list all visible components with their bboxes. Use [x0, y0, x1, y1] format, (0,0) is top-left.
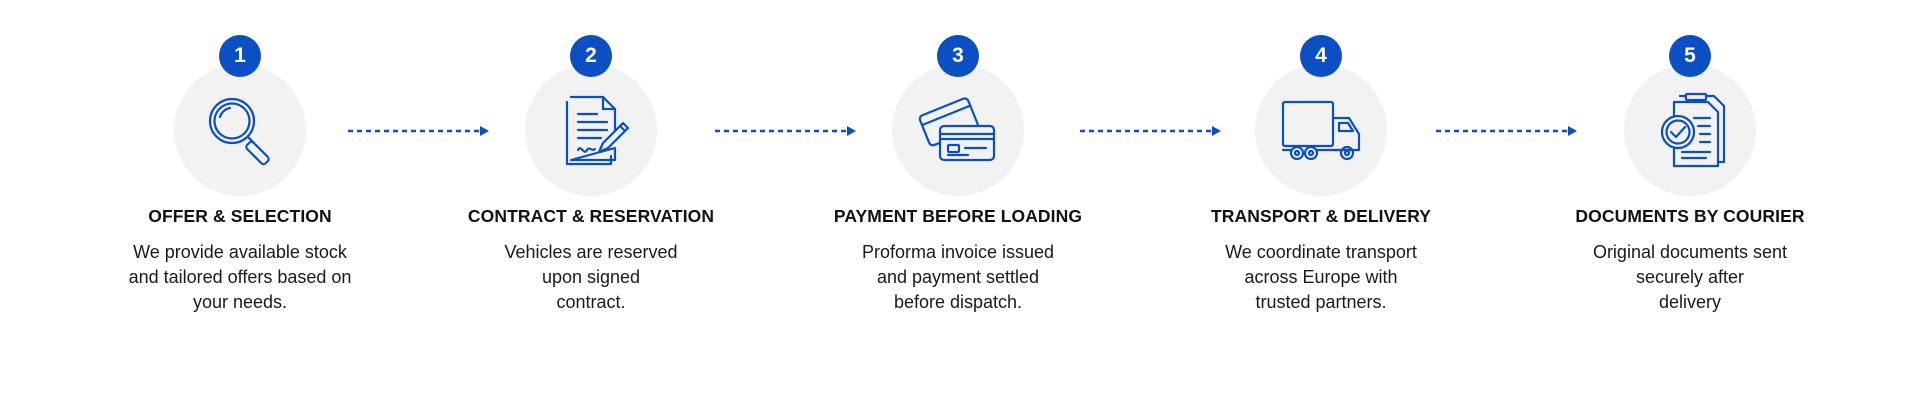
step-icon-circle	[525, 64, 657, 196]
step-icon-circle	[892, 64, 1024, 196]
verified-documents-icon	[1660, 92, 1726, 168]
step-number-badge: 2	[570, 35, 612, 77]
step-title: TRANSPORT & DELIVERY	[1210, 206, 1432, 226]
step-description: Vehicles are reserved upon signed contra…	[504, 242, 678, 312]
step-title: DOCUMENTS BY COURIER	[1575, 206, 1805, 226]
step-title: CONTRACT & RESERVATION	[467, 206, 715, 226]
flow-arrow	[348, 126, 489, 136]
step-number-badge: 4	[1300, 35, 1342, 77]
step-description: We provide available stock and tailored …	[128, 242, 352, 312]
step-description: Original documents sent securely after d…	[1592, 242, 1788, 312]
step-number-badge: 3	[937, 35, 979, 77]
step-description: We coordinate transport across Europe wi…	[1225, 242, 1417, 312]
step-title: PAYMENT BEFORE LOADING	[833, 206, 1083, 226]
truck-icon	[1281, 100, 1361, 161]
step-icon-circle	[1624, 64, 1756, 196]
step-description: Proforma invoice issued and payment sett…	[861, 242, 1055, 312]
flow-arrow	[1080, 126, 1221, 136]
step-title: OFFER & SELECTION	[148, 206, 332, 226]
step-number-badge: 5	[1669, 35, 1711, 77]
magnifier-icon	[208, 97, 270, 166]
flow-arrow	[715, 126, 856, 136]
credit-cards-icon	[918, 97, 996, 162]
flow-arrow	[1436, 126, 1577, 136]
signed-contract-icon	[565, 95, 630, 166]
step-number-badge: 1	[219, 35, 261, 77]
step-icon-circle	[1255, 64, 1387, 196]
step-icon-circle	[174, 64, 306, 196]
